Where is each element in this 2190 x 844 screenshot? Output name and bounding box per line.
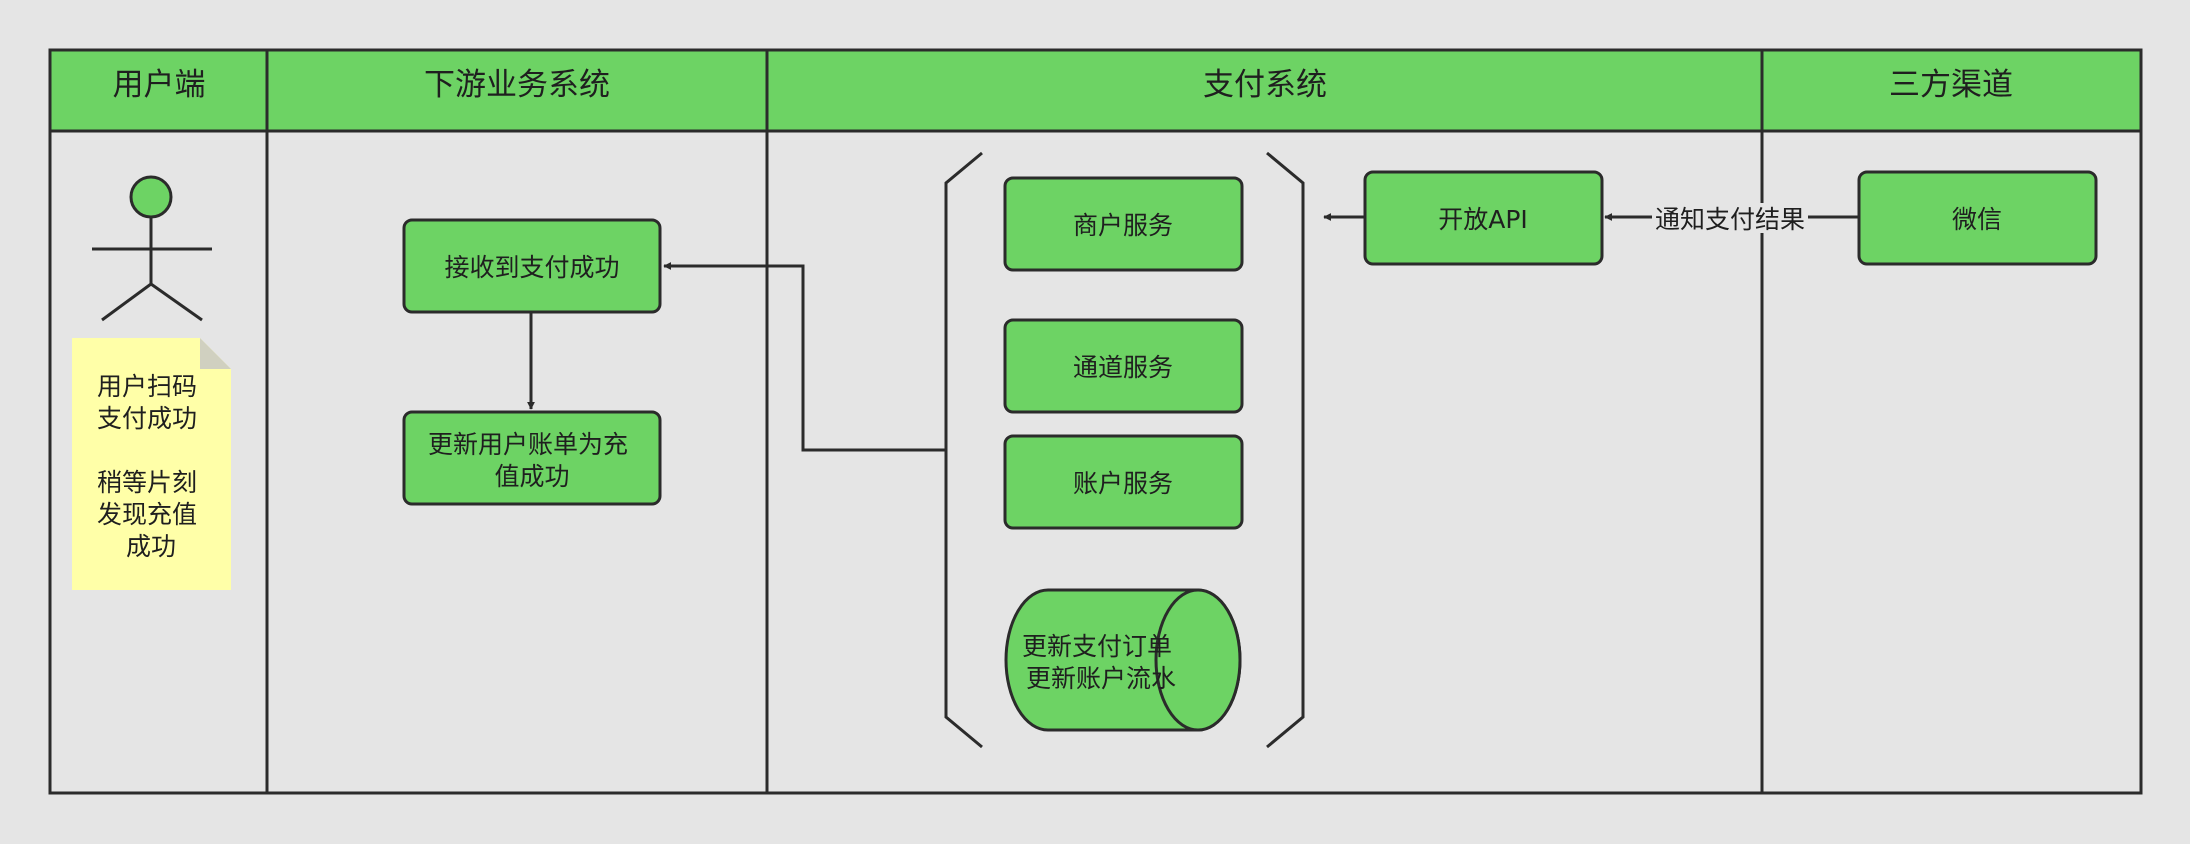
update-bill-label: 更新用户账单为充 值成功	[428, 430, 636, 491]
lane-title-thirdparty: 三方渠道	[1889, 67, 2013, 103]
note-line: 支付成功	[97, 404, 197, 433]
lane-title-payment: 支付系统	[1203, 67, 1327, 103]
channel-service-label: 通道服务	[1073, 353, 1173, 382]
database-label: 更新支付订单 更新账户流水	[1022, 632, 1180, 693]
receive-success-node[interactable]: 接收到支付成功	[402, 218, 662, 314]
note-line: 成功	[126, 532, 176, 561]
header-band	[50, 50, 2141, 131]
update-bill-line: 更新用户账单为充	[428, 430, 628, 459]
lane-outer-border	[48, 48, 2143, 795]
open-api-label: 开放API	[1438, 205, 1528, 234]
channel-service-node[interactable]: 通道服务	[1003, 318, 1244, 414]
user-note: 用户扫码 支付成功 稍等片刻 发现充值 成功	[72, 338, 231, 590]
swimlane-frame	[48, 48, 2143, 795]
account-service-node[interactable]: 账户服务	[1003, 434, 1244, 530]
database-line: 更新支付订单	[1022, 632, 1172, 661]
database-line: 更新账户流水	[1026, 664, 1176, 693]
note-line: 稍等片刻	[97, 468, 197, 497]
notify-result-label: 通知支付结果	[1655, 205, 1805, 234]
merchant-service-node[interactable]: 商户服务	[1003, 176, 1244, 272]
note-line: 用户扫码	[97, 372, 197, 401]
notify-label-bg	[1652, 203, 1808, 233]
arrow-payment-to-downstream	[663, 262, 946, 452]
update-bill-node[interactable]: 更新用户账单为充 值成功	[402, 410, 662, 506]
user-note-text: 用户扫码 支付成功 稍等片刻 发现充值 成功	[97, 372, 205, 561]
wechat-label: 微信	[1952, 205, 2002, 234]
open-api-node[interactable]: 开放API	[1363, 170, 1604, 266]
database-cylinder-node[interactable]: 更新支付订单 更新账户流水	[1004, 588, 1242, 732]
stick-figure-icon	[92, 175, 212, 322]
lane-title-downstream: 下游业务系统	[424, 67, 610, 103]
update-bill-line: 值成功	[494, 462, 569, 491]
payment-service-group-bracket	[944, 151, 1305, 749]
lane-title-user: 用户端	[113, 67, 206, 103]
note-line: 发现充值	[97, 500, 197, 529]
wechat-node[interactable]: 微信	[1857, 170, 2098, 266]
account-service-label: 账户服务	[1073, 469, 1173, 498]
merchant-service-label: 商户服务	[1073, 211, 1173, 240]
receive-success-label: 接收到支付成功	[444, 253, 619, 282]
